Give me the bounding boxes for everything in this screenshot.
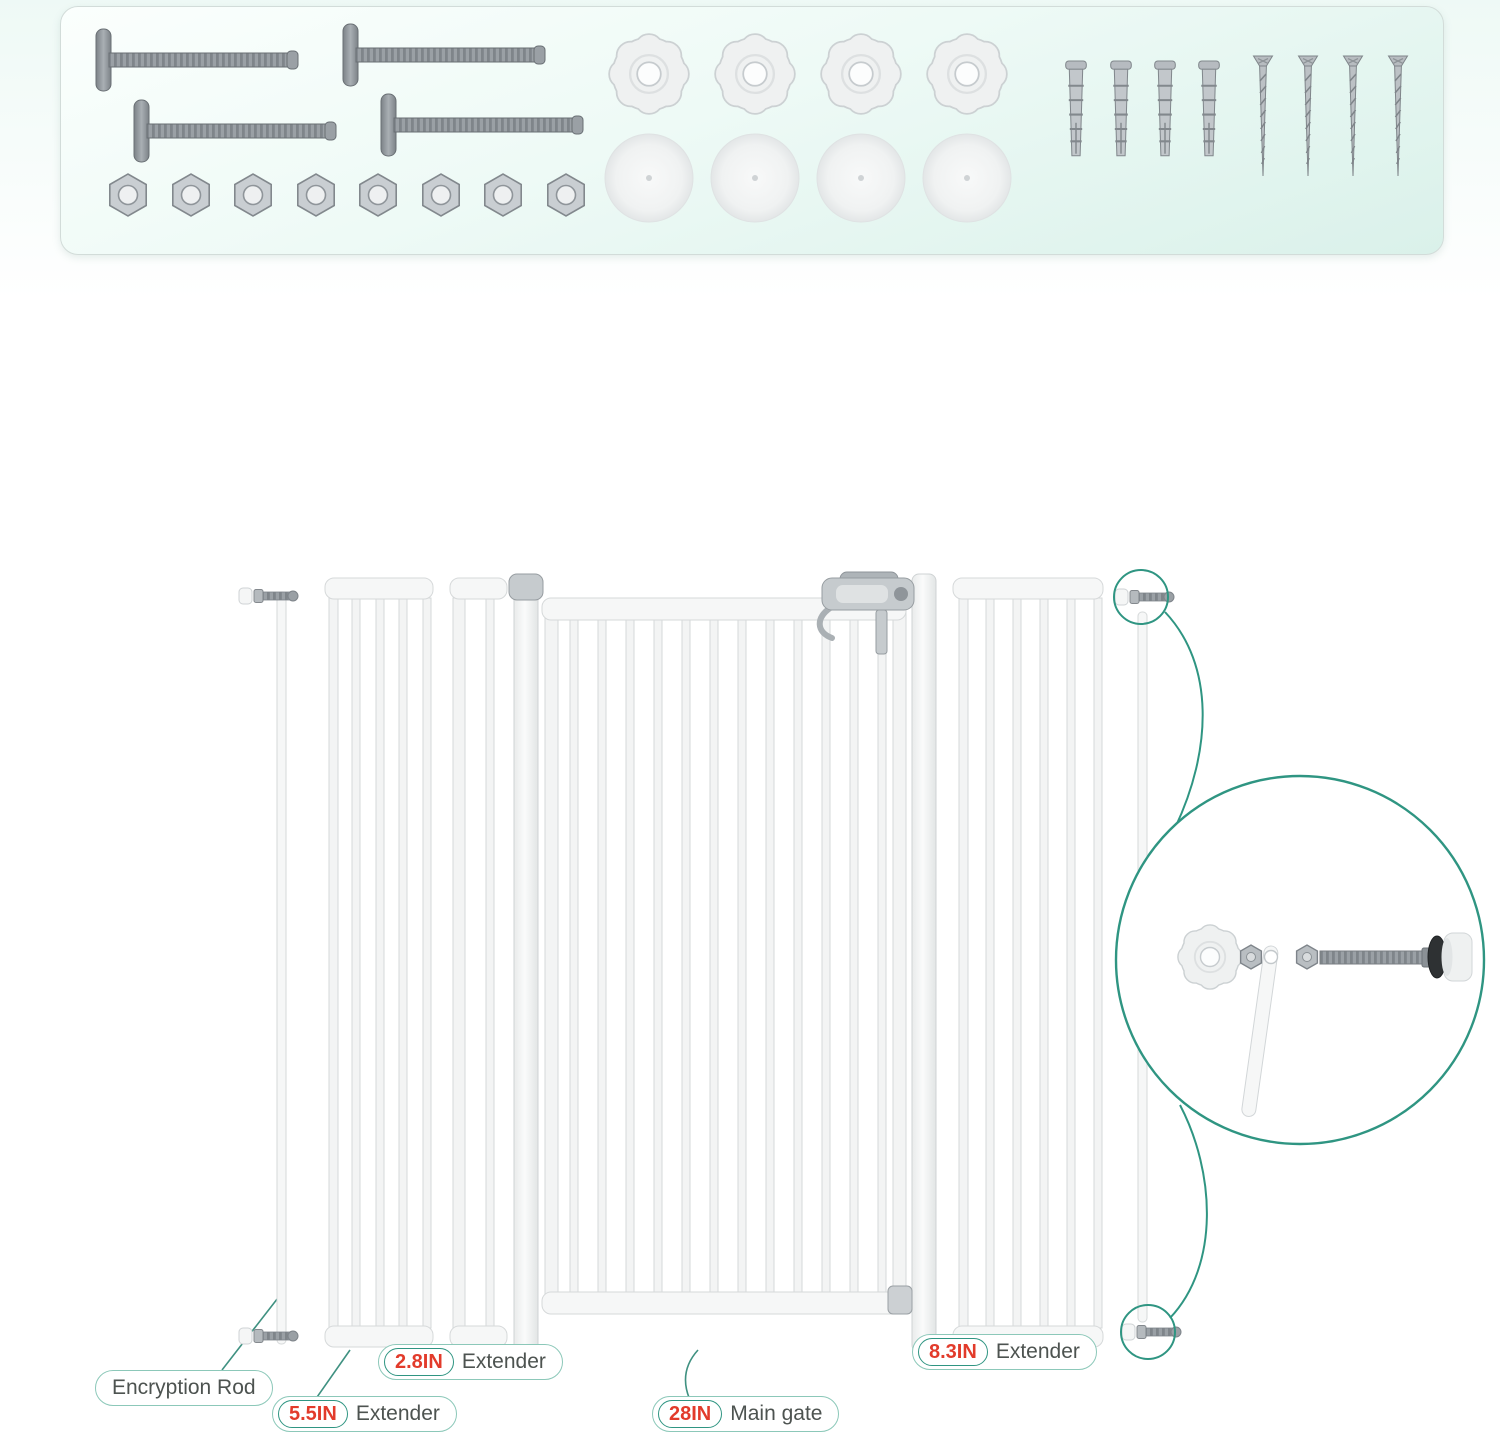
hardware-panel	[60, 6, 1444, 255]
extender-8-3-size-badge: 8.3IN	[918, 1338, 988, 1366]
hinge-cap-icon	[508, 573, 544, 601]
top-connector-circle	[1113, 569, 1169, 625]
hex-nuts-icon	[109, 173, 586, 217]
main-gate	[508, 571, 937, 1355]
main-gate-text: Main gate	[730, 1402, 823, 1425]
detail-hex-nut-icon	[1239, 944, 1263, 970]
label-main-gate: 28IN Main gate	[652, 1396, 840, 1432]
detail-flower-knob-icon	[1176, 923, 1244, 991]
hardware-parts-drawing	[95, 23, 1409, 223]
detail-threaded-rod-icon	[1319, 950, 1425, 965]
label-extender-2-8: 2.8IN Extender	[378, 1344, 563, 1380]
extender-8-3	[952, 577, 1104, 1348]
rod-end-strip-icon	[1241, 945, 1279, 1117]
screws-icon	[1252, 55, 1409, 177]
gate-assembly-illustration	[221, 569, 1486, 1401]
label-extender-8-3: 8.3IN Extender	[912, 1334, 1097, 1370]
extender-2-8	[449, 577, 508, 1348]
main-gate-size-badge: 28IN	[658, 1400, 723, 1428]
wall-anchors-icon	[1064, 59, 1221, 157]
latch-handle-icon	[816, 571, 915, 655]
extender-8-3-text: Extender	[995, 1340, 1080, 1363]
extender-2-8-size-badge: 2.8IN	[384, 1348, 454, 1376]
encryption-rod-text: Encryption Rod	[112, 1376, 256, 1399]
t-handle-rods-icon	[95, 23, 584, 163]
extender-5-5	[324, 577, 434, 1348]
main-gate-bars	[569, 617, 887, 1301]
flower-knobs-icon	[607, 32, 1009, 116]
extender-5-5-text: Extender	[355, 1402, 440, 1425]
bottom-connector-circle	[1120, 1304, 1176, 1360]
detail-hex-nut-icon	[1295, 944, 1319, 970]
encryption-rod	[238, 587, 299, 1345]
wall-cups-icon	[604, 133, 1012, 223]
extender-2-8-text: Extender	[461, 1350, 546, 1373]
label-extender-5-5: 5.5IN Extender	[272, 1396, 457, 1432]
bottom-hinge-icon	[887, 1285, 913, 1315]
assembly-detail-circle	[1114, 611, 1486, 1319]
label-encryption-rod: Encryption Rod	[95, 1370, 273, 1406]
extender-5-5-size-badge: 5.5IN	[278, 1400, 348, 1428]
